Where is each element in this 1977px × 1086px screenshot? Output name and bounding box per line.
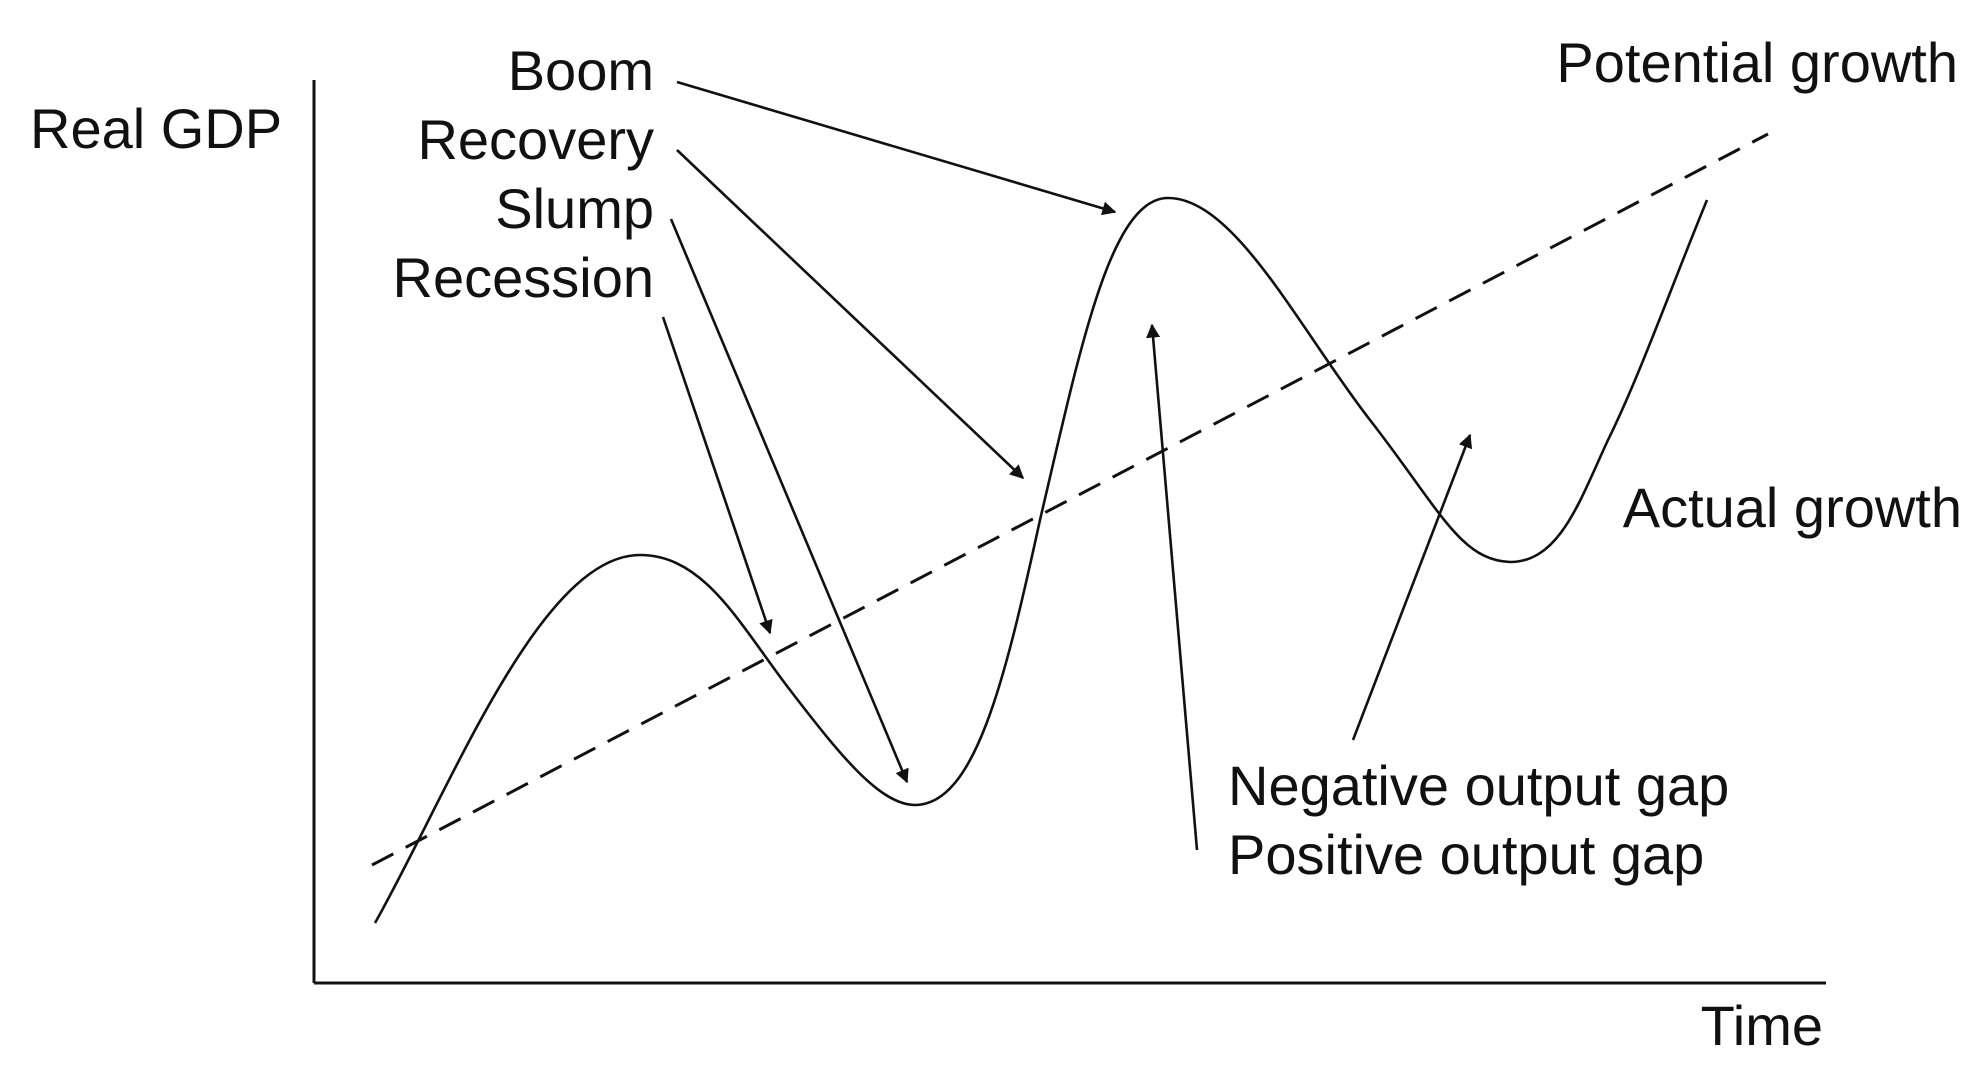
y-axis-label: Real GDP	[30, 97, 282, 160]
recovery-arrow	[676, 149, 1025, 479]
recession-arrow	[661, 316, 773, 635]
potential-growth-line	[371, 132, 1769, 867]
positive-output-gap-arrow	[1146, 323, 1199, 851]
negative-output-gap-label: Negative output gap	[1228, 754, 1729, 817]
x-axis-label: Time	[1701, 994, 1823, 1057]
potential-growth-label: Potential growth	[1556, 31, 1958, 94]
slump-arrow	[669, 218, 909, 784]
recession-label: Recession	[393, 246, 654, 309]
boom-arrow	[676, 80, 1117, 216]
actual-growth-label: Actual growth	[1623, 476, 1962, 539]
slump-label: Slump	[495, 177, 654, 240]
actual-growth-curve	[373, 196, 1709, 924]
boom-label: Boom	[508, 39, 654, 102]
recovery-label: Recovery	[417, 108, 654, 171]
positive-output-gap-label: Positive output gap	[1228, 823, 1704, 886]
negative-output-gap-arrow	[1351, 433, 1473, 741]
